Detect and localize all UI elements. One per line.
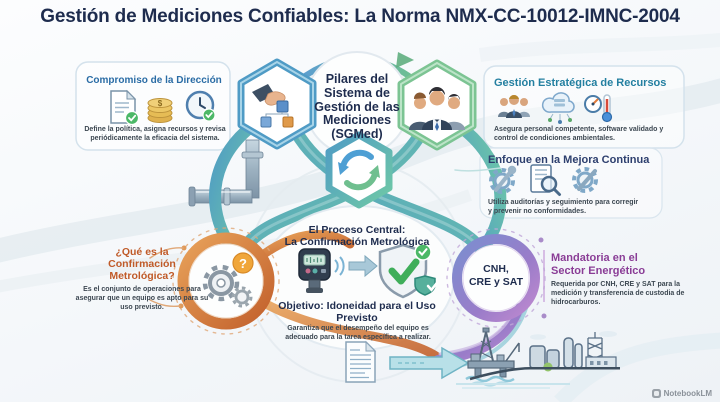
cloud-server-icon <box>541 92 575 124</box>
proceso-heading-line1: El Proceso Central: <box>308 224 406 236</box>
pipe-icon <box>188 139 264 207</box>
cnh-label-line2: CRE y SAT <box>468 276 524 289</box>
gauge-thermometer-icon <box>584 94 613 123</box>
clock-check-icon <box>185 90 216 122</box>
hexagon-cycle <box>325 131 393 209</box>
mandatoria-body: Requerida por CNH, CRE y SAT para la med… <box>551 281 685 307</box>
recursos-body: Asegura personal competente, software va… <box>494 126 664 143</box>
que-es-heading-line2: Confirmación <box>108 258 176 271</box>
document-check-icon <box>110 89 140 126</box>
svg-text:$: $ <box>158 99 163 108</box>
refinery-icon <box>456 331 620 389</box>
mandatoria-accent-line <box>543 250 545 302</box>
compromiso-body: Define la política, asigna recursos y re… <box>84 126 226 143</box>
watermark-label: NotebookLM <box>663 389 712 398</box>
svg-text:?: ? <box>239 256 247 271</box>
gears-question-icon: ? <box>202 252 254 308</box>
que-es-heading-line1: ¿Qué es la <box>115 246 169 258</box>
cnh-label: CNH, CRE y SAT <box>464 263 528 289</box>
que-es-heading-line3: Metrológica? <box>109 270 175 283</box>
mandatoria-heading: Mandatoria en el Sector Energético <box>551 252 681 277</box>
mejora-body: Utiliza auditorías y seguimiento para co… <box>488 199 639 216</box>
mejora-card <box>479 147 663 219</box>
hand-organizing-blocks-icon <box>252 84 294 128</box>
coins-icon: $ <box>147 98 173 123</box>
people-group-icon <box>498 94 530 118</box>
mejora-heading: Enfoque en la Mejora Continua <box>488 154 650 166</box>
proceso-heading: El Proceso Central: La Confirmación Metr… <box>262 224 452 248</box>
document-icon <box>345 340 377 383</box>
gear-wrench-icon-2 <box>572 167 598 193</box>
cycle-arrows-icon <box>338 149 380 191</box>
que-es-heading: ¿Qué es la Confirmación Metrológica? <box>88 246 196 282</box>
watermark: NotebookLM <box>651 389 712 398</box>
page-title: Gestión de Mediciones Confiables: La Nor… <box>40 6 680 27</box>
shield-check-icon <box>378 243 439 299</box>
que-es-body: Es el conjunto de operaciones para asegu… <box>75 286 209 312</box>
big-arrow-icon <box>389 346 470 380</box>
team-people-icon <box>409 87 465 131</box>
recursos-heading: Gestión Estratégica de Recursos <box>494 77 667 89</box>
document-magnifier-icon <box>530 164 561 196</box>
cnh-label-line1: CNH, <box>483 263 509 275</box>
notebooklm-logo-icon <box>651 389 661 398</box>
objetivo-heading: Objetivo: Idoneidad para el Uso Previsto <box>278 300 436 325</box>
gear-wrench-icon <box>489 165 517 194</box>
arrow-right-icon <box>348 254 378 278</box>
pressure-transmitter-icon <box>298 248 345 293</box>
proceso-heading-line2: La Confirmación Metrológica <box>284 236 430 249</box>
compromiso-heading: Compromiso de la Dirección <box>86 75 222 86</box>
pilares-heading: Pilares del Sistema de Gestión de las Me… <box>314 72 400 141</box>
mandatoria-heading-line2: Sector Energético <box>551 264 646 277</box>
mandatoria-heading-line1: Mandatoria en el <box>551 252 638 264</box>
objetivo-body: Garantiza que el desempeño del equipo es… <box>285 325 431 342</box>
